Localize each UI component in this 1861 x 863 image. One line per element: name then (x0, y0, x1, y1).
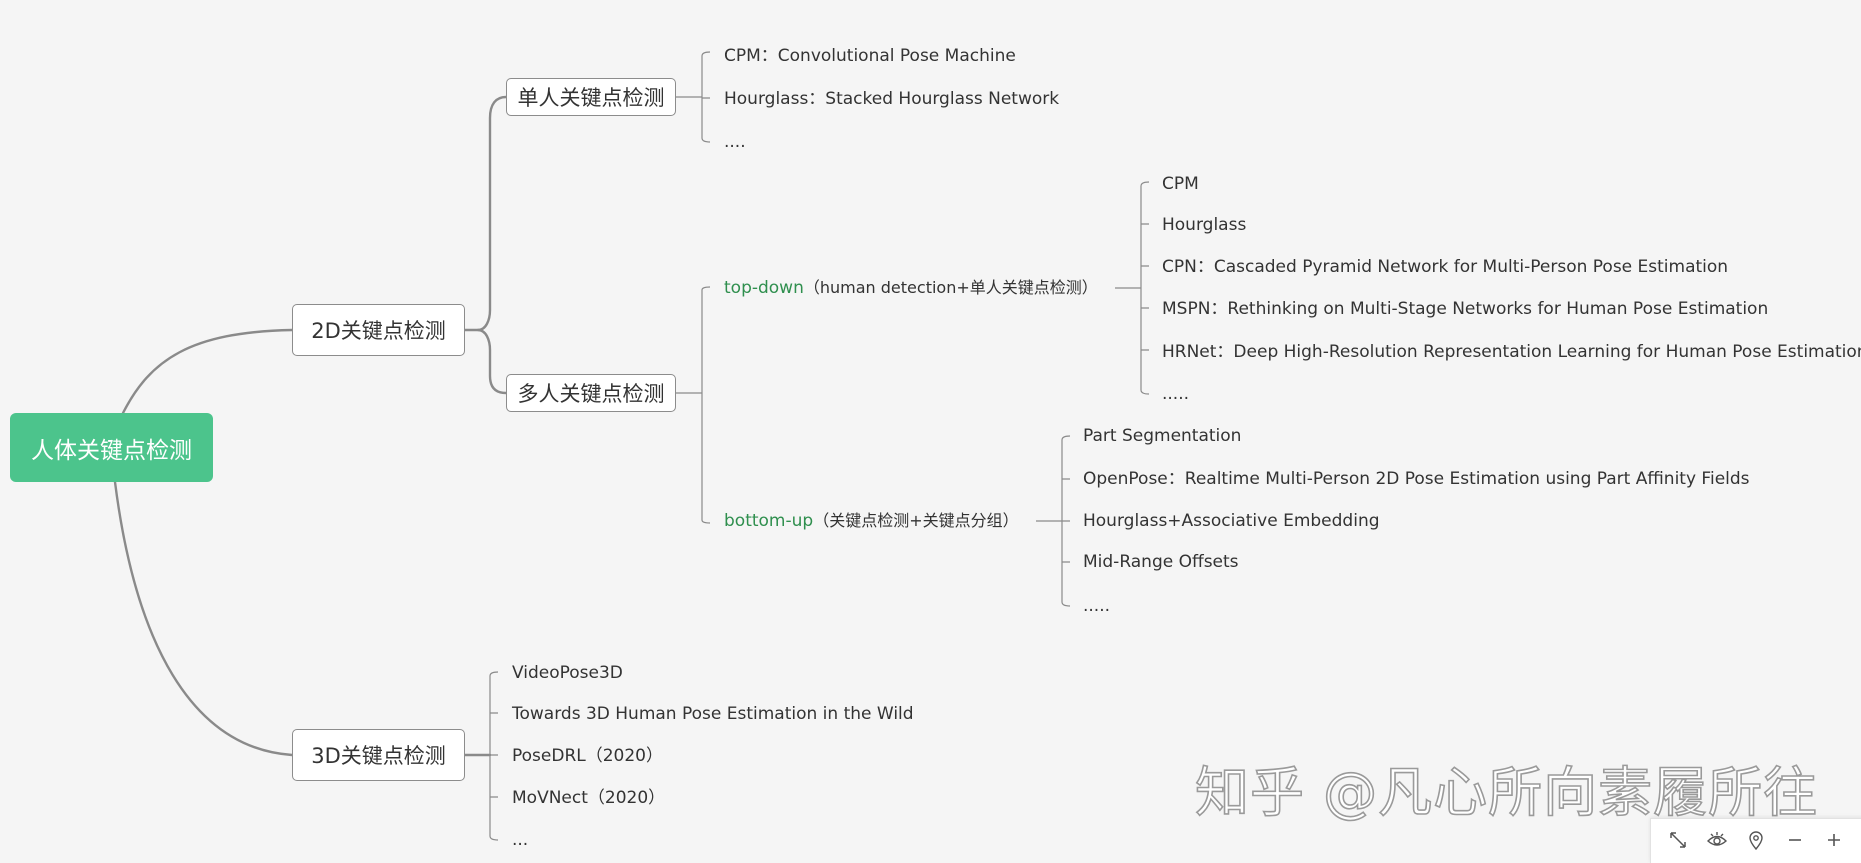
zhihu-watermark: 知乎 @凡心所向素履所往 (1194, 760, 1819, 825)
bottomup-keyword: bottom-up (724, 511, 814, 531)
leaf-topdown-2[interactable]: CPN：Cascaded Pyramid Network for Multi-P… (1162, 257, 1729, 277)
leaf-bottomup-0[interactable]: Part Segmentation (1083, 426, 1242, 446)
leaf-bottomup-2[interactable]: Hourglass+Associative Embedding (1083, 511, 1380, 531)
eye-icon[interactable] (1706, 829, 1728, 851)
node-multi-label: 多人关键点检测 (517, 382, 665, 406)
leaf-topdown-5[interactable]: ..... (1162, 384, 1190, 404)
topdown-keyword: top-down (724, 278, 804, 298)
node-3d-keypoint[interactable]: 3D关键点检测 (292, 729, 465, 781)
leaf-single-2[interactable]: .... (724, 132, 746, 152)
zoom-out-icon[interactable] (1784, 829, 1806, 851)
bottomup-node[interactable]: bottom-up（关键点检测+关键点分组） (724, 510, 1019, 532)
connector-2d-multi (476, 328, 508, 395)
leaf-3d-1[interactable]: Towards 3D Human Pose Estimation in the … (512, 704, 914, 724)
connector-2d-trunk (463, 95, 508, 332)
topdown-desc: （human detection+单人关键点检测） (803, 278, 1098, 297)
node-3d-label: 3D关键点检测 (311, 744, 446, 768)
leaf-single-0[interactable]: CPM：Convolutional Pose Machine (724, 46, 1016, 66)
leaf-topdown-4[interactable]: HRNet：Deep High-Resolution Representatio… (1162, 342, 1861, 362)
node-2d-label: 2D关键点检测 (311, 319, 446, 343)
leaf-single-1[interactable]: Hourglass：Stacked Hourglass Network (724, 89, 1060, 109)
leaf-bottomup-3[interactable]: Mid-Range Offsets (1083, 552, 1239, 572)
leaf-topdown-3[interactable]: MSPN：Rethinking on Multi-Stage Networks … (1162, 299, 1769, 319)
leaf-bottomup-4[interactable]: ..... (1083, 596, 1111, 616)
leaf-3d-2[interactable]: PoseDRL（2020） (512, 746, 663, 766)
connector-root-2d (121, 328, 294, 415)
leaf-topdown-1[interactable]: Hourglass (1162, 215, 1247, 235)
node-2d-keypoint[interactable]: 2D关键点检测 (292, 304, 465, 356)
leaf-3d-4[interactable]: ... (512, 830, 529, 850)
leaf-topdown-0[interactable]: CPM (1162, 174, 1199, 194)
node-multi-person[interactable]: 多人关键点检测 (506, 374, 676, 412)
bottomup-desc: （关键点检测+关键点分组） (813, 511, 1019, 530)
location-pin-icon[interactable] (1745, 829, 1767, 851)
fit-screen-icon[interactable] (1667, 829, 1689, 851)
root-node[interactable]: 人体关键点检测 (10, 413, 213, 482)
zoom-in-icon[interactable] (1823, 829, 1845, 851)
zoom-toolbar (1650, 818, 1861, 863)
topdown-node[interactable]: top-down（human detection+单人关键点检测） (724, 277, 1098, 299)
leaf-3d-3[interactable]: MoVNect（2020） (512, 788, 666, 808)
node-single-person[interactable]: 单人关键点检测 (506, 78, 676, 116)
leaf-bottomup-1[interactable]: OpenPose：Realtime Multi-Person 2D Pose E… (1083, 469, 1750, 489)
node-single-label: 单人关键点检测 (517, 86, 665, 110)
connector-root-3d (113, 480, 294, 757)
leaf-3d-0[interactable]: VideoPose3D (512, 663, 623, 683)
root-label: 人体关键点检测 (31, 437, 192, 464)
